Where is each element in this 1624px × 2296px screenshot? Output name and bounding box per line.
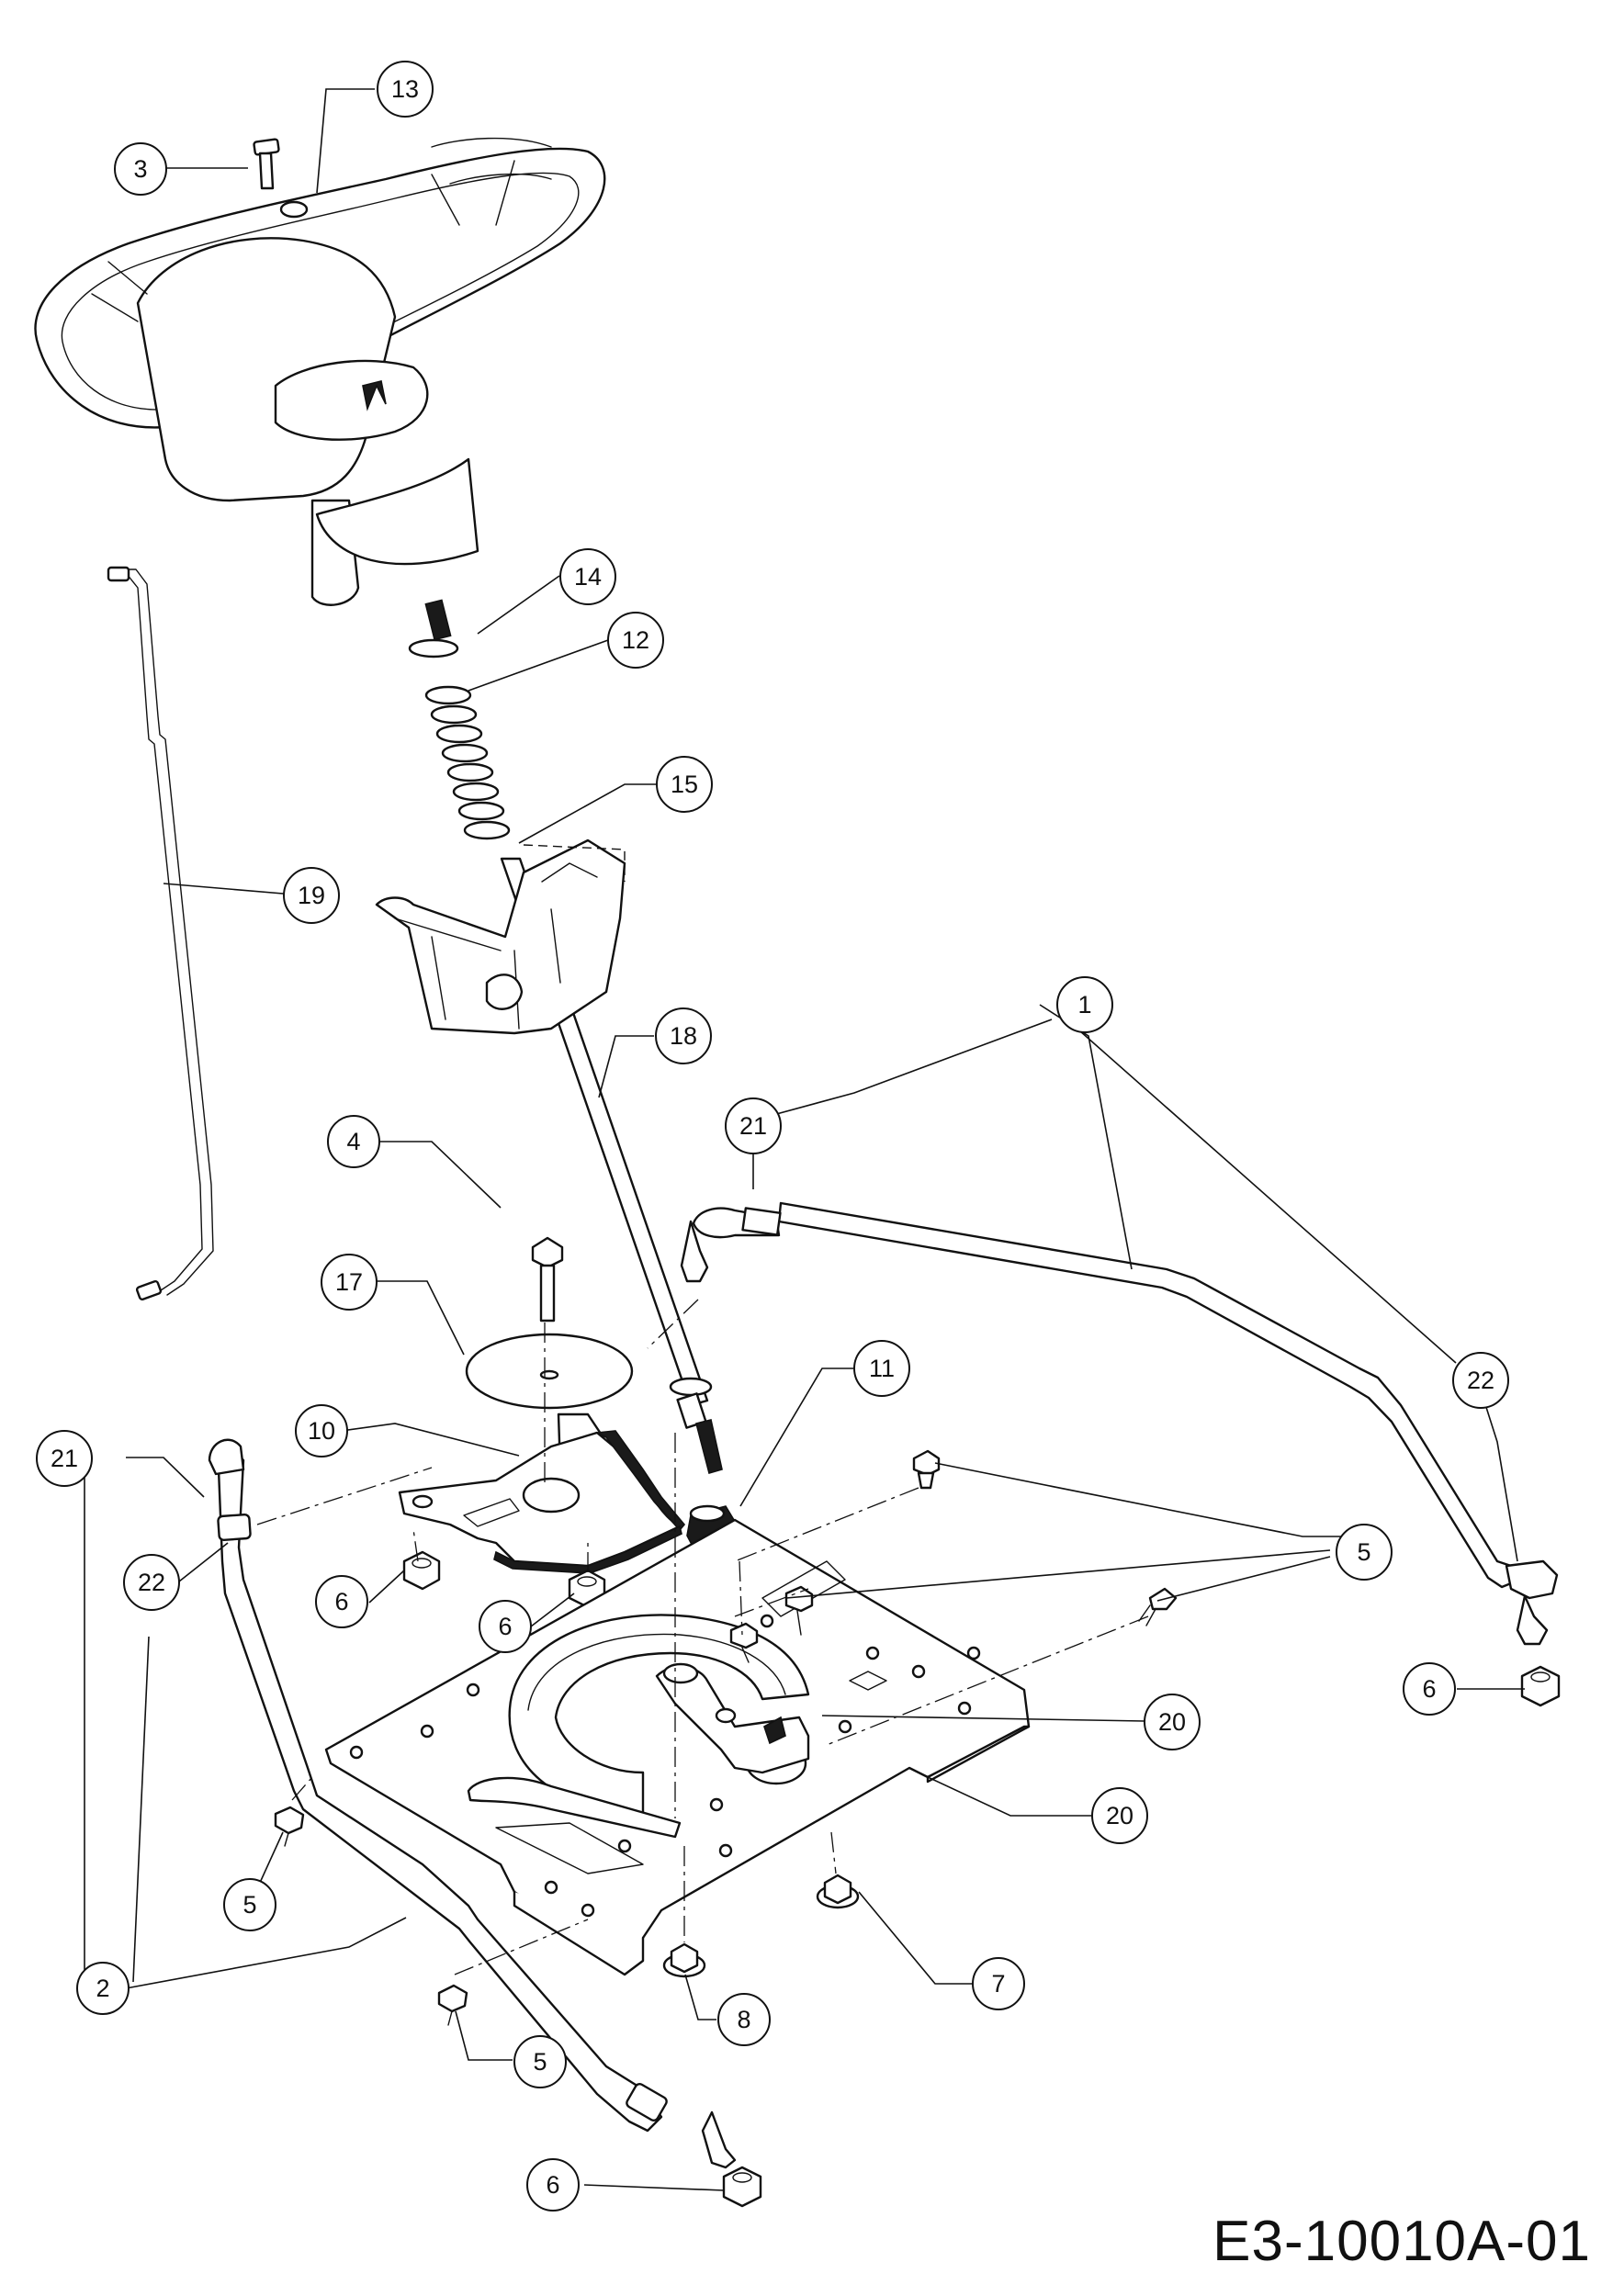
svg-text:5: 5 <box>533 2048 547 2076</box>
steering-arm-part-19 <box>657 1664 808 1773</box>
svg-text:13: 13 <box>391 75 419 103</box>
svg-text:6: 6 <box>498 1613 512 1640</box>
parts-layer <box>35 139 1559 2206</box>
callout-18: 19 <box>283 867 340 924</box>
svg-text:21: 21 <box>739 1112 767 1140</box>
bushing-bracket-part-14 <box>377 840 625 1033</box>
callout-6-b: 6 <box>479 1600 532 1653</box>
svg-text:6: 6 <box>1422 1675 1436 1703</box>
svg-text:8: 8 <box>737 2006 750 2033</box>
bolt-part-5-f <box>439 1986 467 2025</box>
nut-part-6-a <box>404 1552 439 1589</box>
svg-text:19: 19 <box>298 882 325 909</box>
callout-2: 2 <box>76 1962 130 2015</box>
callout-3: 3 <box>114 142 167 196</box>
callout-5-bottom: 5 <box>513 2035 567 2088</box>
callout-22-left: 22 <box>123 1554 180 1611</box>
callout-10: 11 <box>853 1340 910 1397</box>
svg-text:7: 7 <box>991 1970 1005 1998</box>
svg-text:3: 3 <box>133 155 147 183</box>
shaft-washer-part-13 <box>410 600 457 657</box>
flange-nut-part-8 <box>664 1944 705 1976</box>
tie-rod-part-2 <box>209 1440 735 2167</box>
callout-21-left: 21 <box>36 1430 93 1487</box>
svg-text:4: 4 <box>346 1128 360 1155</box>
svg-text:21: 21 <box>51 1445 78 1472</box>
callout-7: 7 <box>972 1957 1025 2010</box>
bolt-part-5-b <box>786 1587 812 1635</box>
callouts-layer: 3 13 14 12 15 19 18 1 4 21 17 22 11 10 2… <box>36 61 1509 2212</box>
spring-part-11 <box>426 687 509 838</box>
callout-11: 12 <box>607 612 664 669</box>
svg-text:20: 20 <box>1106 1802 1133 1829</box>
svg-text:18: 18 <box>670 1022 697 1050</box>
callout-19: 20 <box>1144 1694 1201 1750</box>
drag-link-part-1 <box>682 1203 1557 1644</box>
svg-text:15: 15 <box>671 771 698 798</box>
rod-part-18 <box>108 568 213 1300</box>
callout-15: 17 <box>321 1254 378 1311</box>
svg-text:22: 22 <box>138 1569 165 1596</box>
callout-9: 10 <box>295 1404 348 1458</box>
bolt-part-5-c <box>731 1624 757 1662</box>
nut-part-6-c <box>1522 1667 1559 1705</box>
bolt-part-3 <box>254 139 279 188</box>
svg-text:17: 17 <box>335 1268 363 1296</box>
callout-21-right: 21 <box>725 1097 782 1154</box>
bolt-part-5-e <box>276 1807 303 1846</box>
callout-20: 20 <box>1091 1787 1148 1844</box>
svg-text:11: 11 <box>869 1355 895 1382</box>
callout-4: 4 <box>327 1115 380 1168</box>
leaders-layer <box>84 88 1525 2191</box>
svg-text:20: 20 <box>1158 1708 1186 1736</box>
callout-14: 15 <box>656 756 713 813</box>
svg-text:10: 10 <box>308 1417 335 1445</box>
svg-text:1: 1 <box>1077 991 1091 1019</box>
bolt-part-4 <box>533 1238 562 1321</box>
svg-text:6: 6 <box>334 1588 348 1615</box>
base-plate-part-20 <box>326 1520 1029 1975</box>
callout-5-right: 5 <box>1336 1524 1393 1581</box>
svg-text:5: 5 <box>1357 1538 1370 1566</box>
svg-text:12: 12 <box>622 626 649 654</box>
svg-text:22: 22 <box>1467 1367 1494 1394</box>
callout-6-d: 6 <box>526 2158 580 2212</box>
flange-nut-part-7 <box>818 1875 858 1908</box>
callout-22-right: 22 <box>1452 1352 1509 1409</box>
callout-6-c: 6 <box>1403 1662 1456 1716</box>
callout-13: 14 <box>559 548 616 605</box>
callout-6-a: 6 <box>315 1575 368 1628</box>
svg-text:2: 2 <box>96 1975 109 2002</box>
steering-wheel <box>35 139 604 605</box>
svg-text:14: 14 <box>574 563 602 591</box>
bolt-part-5-d <box>1139 1589 1176 1626</box>
sector-gear-part-9 <box>400 1431 684 1573</box>
nut-part-6-d <box>724 2167 761 2206</box>
callout-12: 13 <box>377 61 434 118</box>
callout-8: 8 <box>717 1993 771 2046</box>
drawing-code: E3-10010A-01 <box>1212 2210 1591 2273</box>
svg-text:6: 6 <box>546 2171 559 2199</box>
centerlines-layer <box>256 1299 1149 1975</box>
svg-text:5: 5 <box>242 1891 256 1919</box>
callout-1: 1 <box>1056 976 1113 1033</box>
callout-5-left: 5 <box>223 1878 276 1931</box>
bolt-part-5-a <box>914 1451 939 1488</box>
callout-17: 18 <box>655 1007 712 1064</box>
